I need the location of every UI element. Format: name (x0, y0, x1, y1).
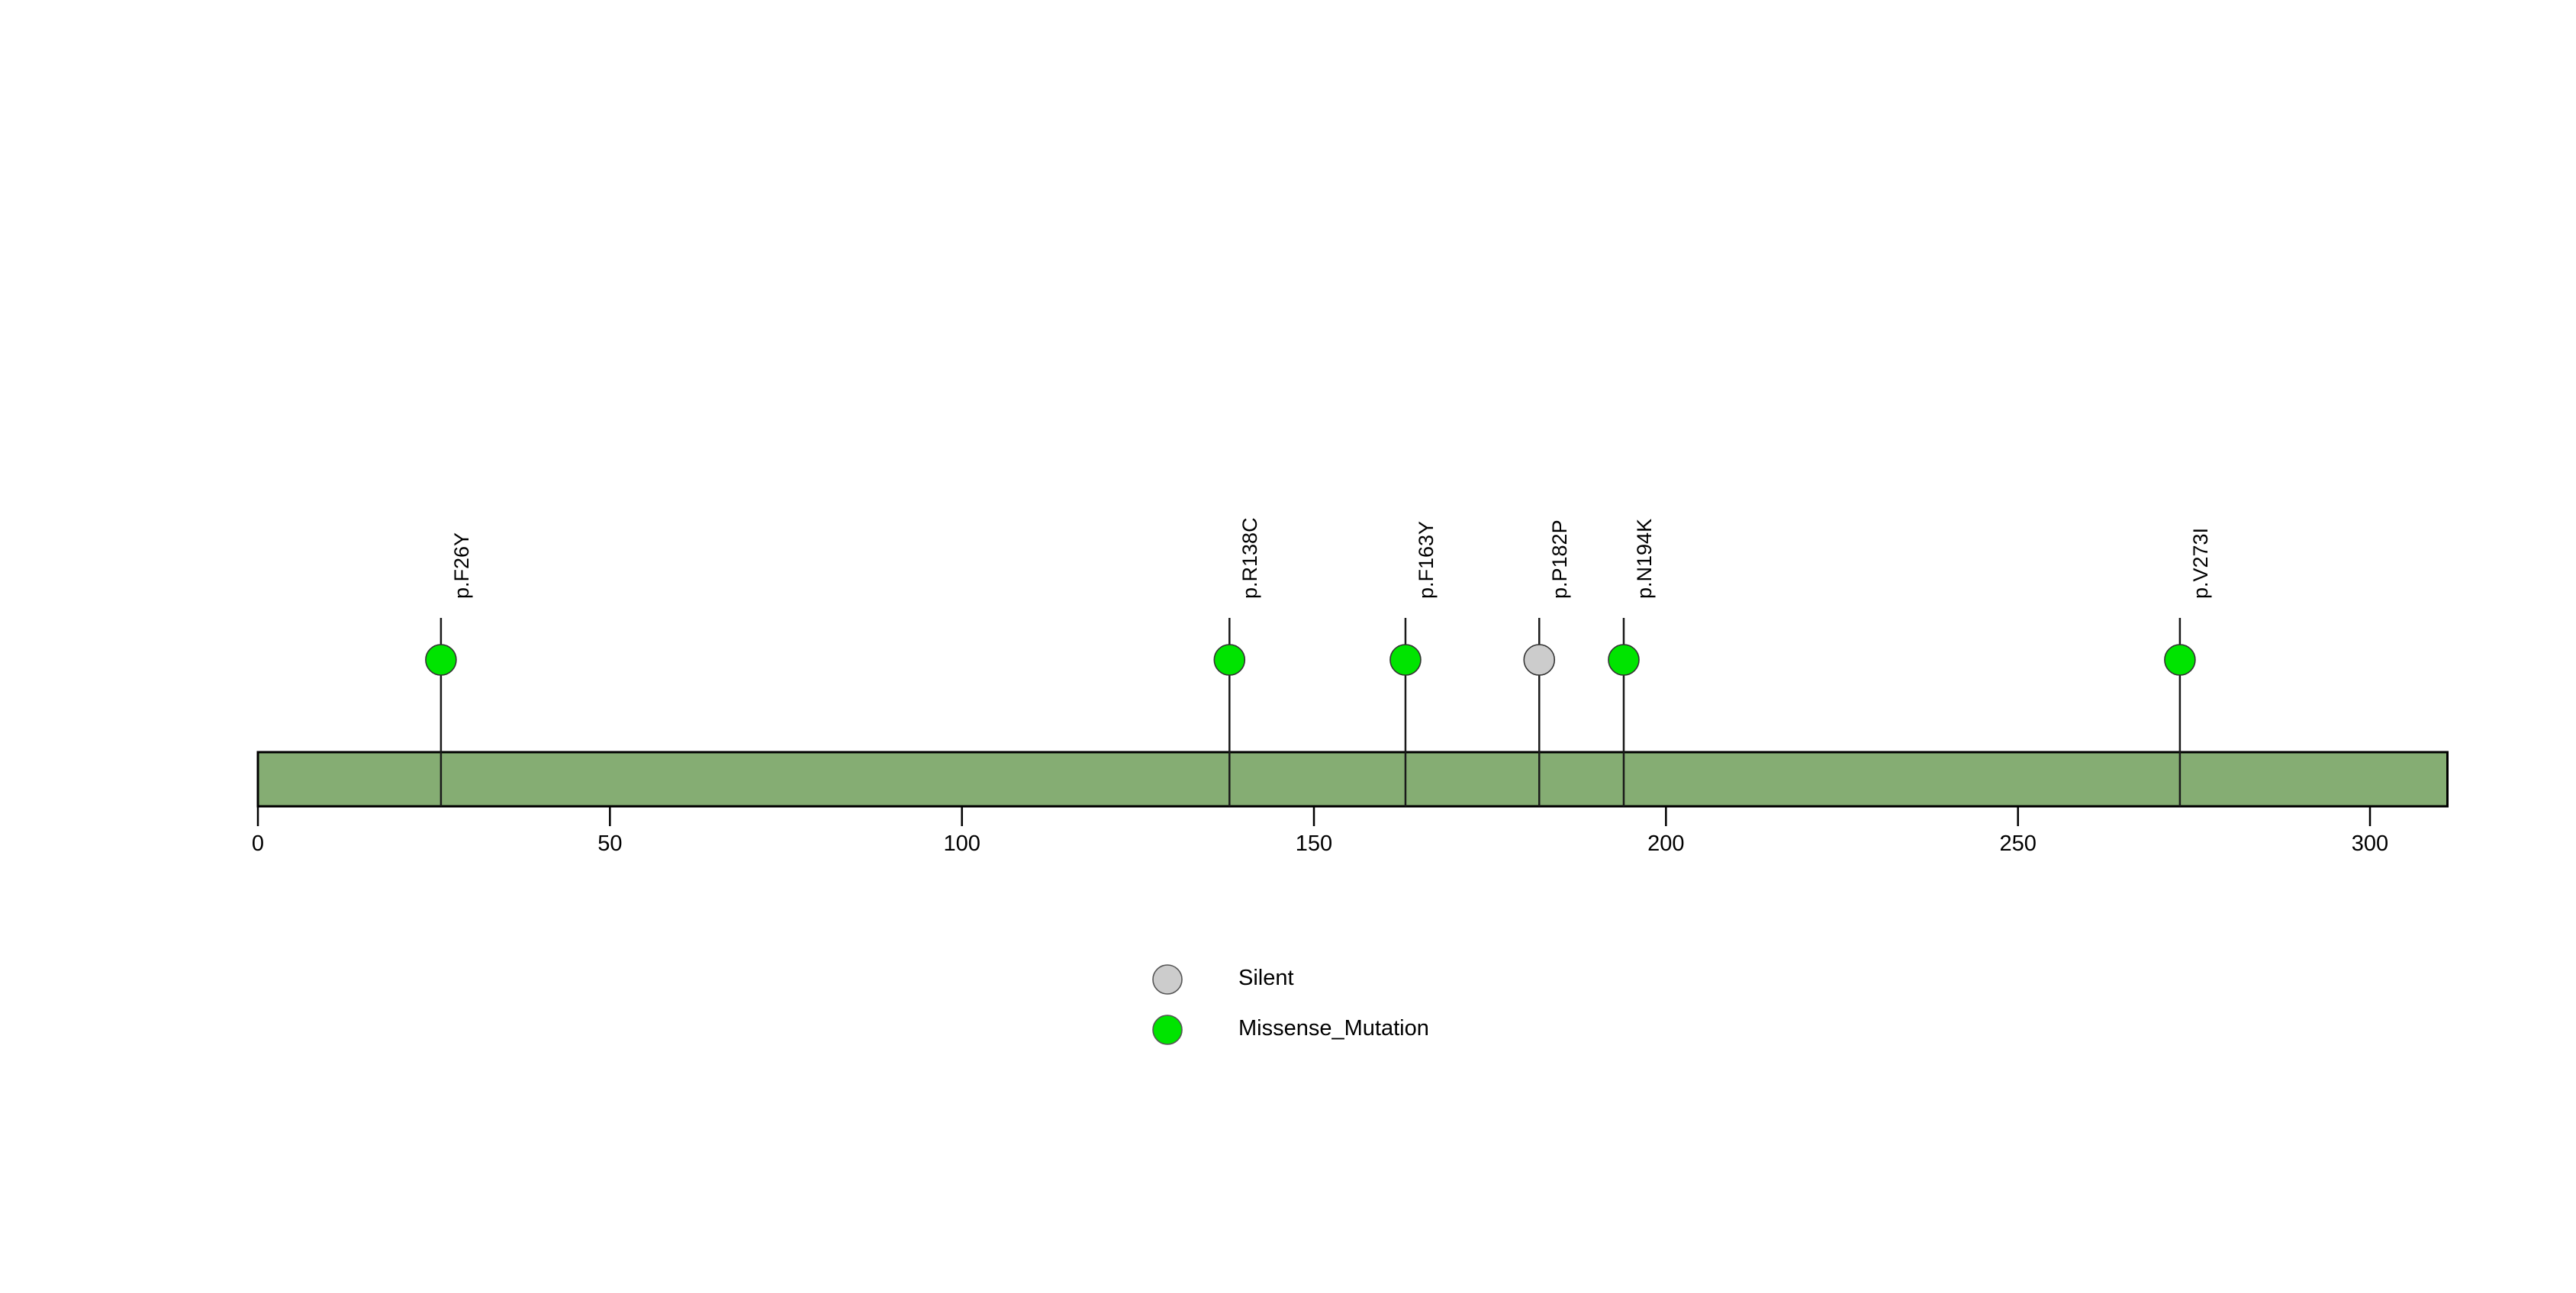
axis-tick-label: 200 (1647, 831, 1685, 856)
mutation-label: p.F26Y (449, 532, 473, 599)
legend-label: Missense_Mutation (1238, 1016, 1429, 1041)
lollipop-dot[interactable] (425, 644, 457, 676)
protein-backbone-bar (256, 751, 2449, 808)
lollipop-dot[interactable] (2164, 644, 2196, 676)
axis-tick-label: 50 (597, 831, 623, 856)
lollipop-dot[interactable] (1389, 644, 1422, 676)
lollipop-dot[interactable] (1523, 644, 1556, 676)
legend-swatch-icon (1152, 964, 1183, 995)
legend (1152, 964, 1183, 1045)
legend-label: Silent (1238, 966, 1294, 990)
lollipop-dot[interactable] (1608, 644, 1640, 676)
lollipop-group (425, 618, 2196, 806)
x-axis (256, 806, 2372, 826)
axis-tick-label: 250 (1999, 831, 2037, 856)
axis-tick-label: 100 (943, 831, 980, 856)
mutation-label: p.R138C (1238, 517, 1262, 599)
axis-tick-label: 300 (2351, 831, 2389, 856)
axis-tick-label: 0 (251, 831, 265, 856)
mutation-label: p.V273I (2188, 527, 2212, 599)
legend-swatch-icon (1152, 1015, 1183, 1045)
mutation-label: p.P182P (1548, 519, 1572, 599)
mutation-label: p.N194K (1632, 518, 1656, 599)
lollipop-dot[interactable] (1213, 644, 1246, 676)
axis-tick-label: 150 (1295, 831, 1333, 856)
mutation-label: p.F163Y (1414, 520, 1438, 599)
